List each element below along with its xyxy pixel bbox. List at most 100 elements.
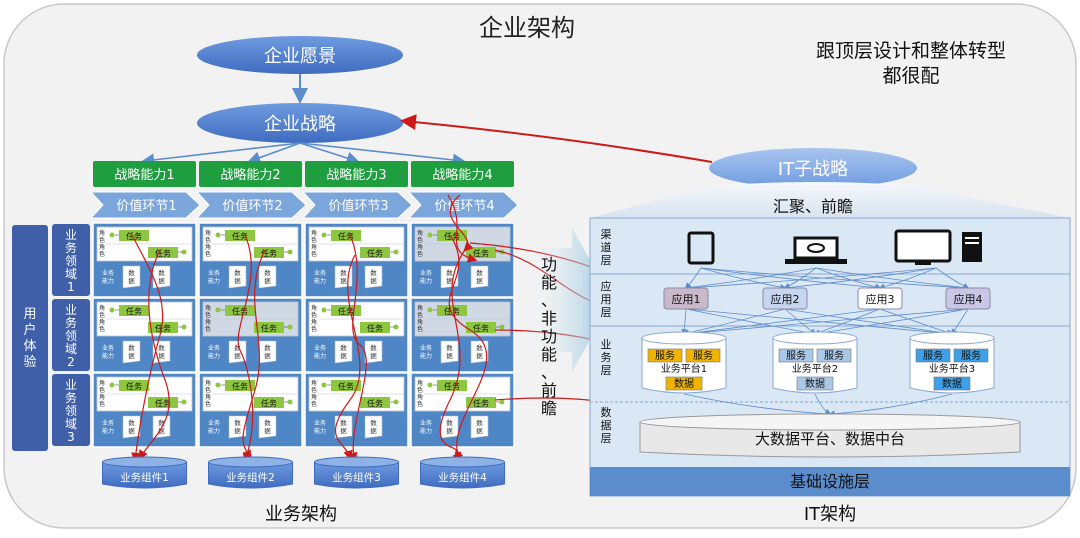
flow-arrow (348, 234, 367, 463)
application-box (762, 287, 808, 310)
platform-data-box (933, 376, 971, 391)
it-flow-arrows (681, 267, 970, 417)
application-box (663, 287, 709, 310)
platform-data-label: 数据 (805, 377, 825, 390)
capability-label: 战略能力4 (432, 167, 492, 183)
domain-char: 2 (67, 355, 75, 369)
biz-capability-label: 能力 (420, 427, 432, 435)
lane-end-dot (393, 399, 399, 405)
task-box (148, 397, 178, 408)
data-char: 据 (370, 276, 377, 285)
biz-capability-label: 业务 (314, 344, 326, 352)
component-top (102, 456, 187, 468)
component-body (208, 462, 293, 489)
data-doc-icon (440, 340, 459, 364)
component-body (102, 462, 187, 489)
role-char: 色 (311, 400, 317, 408)
application-label: 应用2 (771, 292, 800, 306)
task-box (148, 322, 178, 333)
channel-to-app-arrow (783, 267, 937, 291)
lane-end-dot (287, 249, 293, 255)
task-label: 任务 (155, 398, 171, 408)
task-box (437, 305, 467, 316)
domain-char: 务 (65, 240, 77, 255)
task-label: 任务 (155, 323, 171, 333)
flow-arrow (449, 194, 474, 252)
service-label: 服务 (693, 349, 713, 362)
platform-row: 服务服务业务平台1数据服务服务业务平台2数据服务服务业务平台3数据 (641, 331, 995, 394)
app-to-platform-arrow (784, 308, 954, 337)
lane-start-dot (215, 307, 221, 313)
it-architecture-label: IT架构 (804, 504, 856, 525)
data-char: 据 (340, 276, 347, 285)
data-char: 数 (158, 343, 165, 352)
component-top (208, 456, 293, 468)
task-label: 任务 (367, 248, 383, 258)
domain-char: 业 (65, 228, 77, 242)
data-char: 数 (476, 268, 483, 277)
lane-end-dot (499, 399, 505, 405)
capability-label: 战略能力3 (326, 167, 386, 183)
task-box (148, 247, 178, 258)
service-box (816, 348, 852, 363)
flow-arrow (439, 249, 466, 460)
domain-char: 务 (65, 315, 77, 330)
domain-label-box (52, 299, 90, 371)
layer-label-char: 层 (601, 254, 612, 267)
biz-capability-label: 业务 (208, 419, 220, 427)
platform-name: 业务平台1 (661, 362, 707, 375)
value-chain-label: 价值环节4 (434, 198, 494, 214)
channel-to-app-arrow (684, 267, 817, 291)
lane-start-dot (109, 382, 115, 388)
flow-arrow (335, 254, 361, 461)
role-char: 角 (205, 393, 211, 401)
lane-start-dot (427, 307, 433, 313)
role-char: 色 (205, 311, 211, 319)
middle-label-char: 、 (541, 291, 557, 310)
task-box (254, 397, 284, 408)
lane-start-dot (321, 307, 327, 313)
biz-capability-label: 业务 (102, 419, 114, 427)
lane-end-dot (499, 324, 505, 330)
strategy-label: 企业战略 (264, 114, 336, 135)
domain-char: 域 (65, 417, 77, 431)
role-char: 角 (417, 304, 423, 312)
data-char: 数 (370, 418, 377, 427)
data-doc-icon (228, 415, 247, 439)
app-to-platform-arrow (685, 308, 817, 337)
business-platform: 服务服务业务平台3数据 (909, 331, 995, 394)
data-doc-icon (470, 415, 489, 439)
layer-label-char: 层 (601, 432, 612, 445)
strategy-link (299, 142, 360, 165)
channel-to-app-arrow (700, 267, 787, 291)
domain-label-box (52, 224, 90, 296)
data-char: 数 (370, 343, 377, 352)
task-box (466, 397, 496, 408)
channel-to-app-arrow (815, 267, 882, 290)
data-char: 据 (128, 276, 135, 285)
layer-label-char: 渠 (601, 228, 612, 241)
role-char: 角 (205, 379, 211, 387)
domain-char: 务 (65, 390, 77, 405)
data-char: 数 (158, 268, 165, 277)
service-box (778, 348, 814, 363)
layer-label-char: 用 (601, 293, 612, 306)
converge-label: 汇聚、前瞻 (773, 197, 853, 216)
task-box (360, 322, 390, 333)
task-box (119, 305, 149, 316)
data-char: 数 (370, 268, 377, 277)
middle-label-char: 非 (541, 309, 557, 328)
role-char: 角 (417, 379, 423, 387)
data-char: 据 (370, 351, 377, 360)
data-doc-icon (122, 415, 141, 439)
strategy-link (299, 142, 466, 167)
layer-label-char: 数 (601, 406, 612, 419)
business-component: 业务组件2 (208, 456, 293, 489)
data-doc-icon (440, 265, 459, 289)
